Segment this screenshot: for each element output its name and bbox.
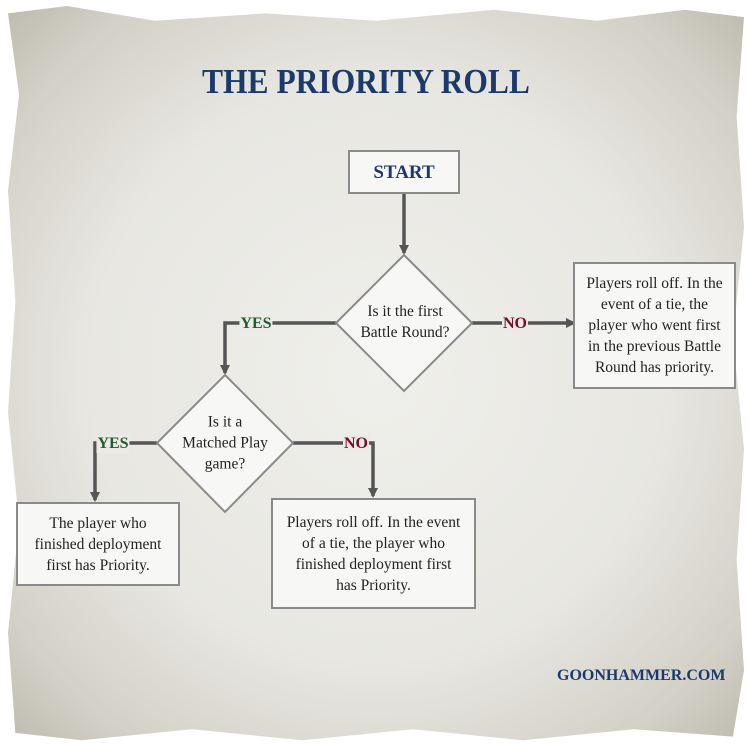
outcome-roll-off-deployment: Players roll off. In the event of a tie,… bbox=[271, 498, 476, 609]
site-watermark: GOONHAMMER.COM bbox=[557, 667, 726, 684]
decision1-line: Battle Round? bbox=[360, 324, 450, 341]
arrow-decision2-yes bbox=[90, 441, 157, 502]
outcome-deployment-first: The player who finished deployment first… bbox=[16, 502, 180, 586]
outcome-roll-off-previous-round: Players roll off. In the event of a tie,… bbox=[573, 262, 736, 389]
no-label: NO bbox=[343, 435, 369, 453]
decision2-line: game? bbox=[204, 455, 246, 473]
no-label: NO bbox=[502, 315, 528, 333]
yes-label: YES bbox=[239, 315, 273, 333]
page-title: THE PRIORITY ROLL bbox=[202, 62, 530, 101]
decision2-line: Is it a bbox=[207, 413, 243, 431]
decision2-line: Matched Play bbox=[182, 434, 268, 452]
arrow-decision1-yes bbox=[220, 321, 336, 375]
decision2-diamond bbox=[155, 373, 295, 514]
yes-label: YES bbox=[96, 435, 130, 453]
start-node: START bbox=[348, 150, 460, 194]
arrow-decision2-no bbox=[293, 441, 378, 498]
decision2-text: Is it a Matched Play game? bbox=[182, 412, 268, 475]
decision1-diamond bbox=[334, 253, 474, 393]
decision1-text: Is it the first Battle Round? bbox=[360, 301, 449, 343]
decision1-line: Is it the first bbox=[367, 303, 443, 320]
